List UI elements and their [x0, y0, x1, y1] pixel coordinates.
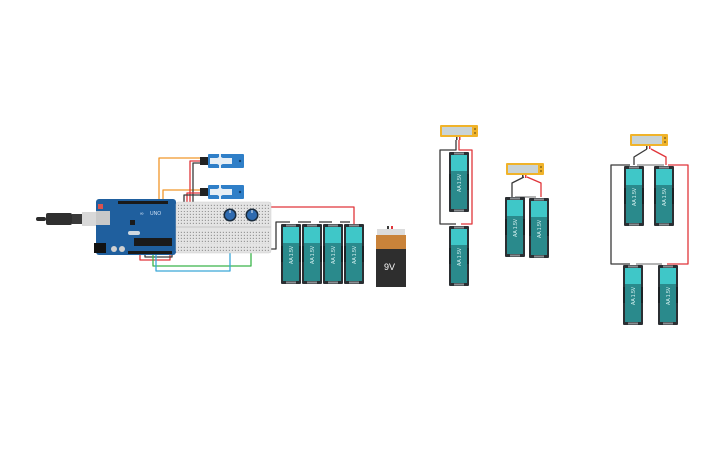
arduino-uno[interactable]: ∞ UNO [94, 199, 176, 255]
usb-cable[interactable] [36, 212, 96, 226]
battery-9v[interactable]: 9V [376, 226, 406, 287]
aa-cell[interactable]: AA 1.5V [281, 224, 301, 284]
aa-cell[interactable]: AA 1.5V [624, 166, 644, 226]
svg-text:AA 1.5V: AA 1.5V [331, 245, 337, 264]
aa-cell[interactable]: AA 1.5V [654, 166, 674, 226]
potentiometer-2[interactable] [245, 208, 259, 222]
aa-cell[interactable]: AA 1.5V [449, 152, 469, 212]
aa-cell[interactable]: AA 1.5V [529, 198, 549, 258]
svg-text:AA 1.5V: AA 1.5V [457, 173, 463, 192]
svg-text:AA 1.5V: AA 1.5V [631, 286, 637, 305]
svg-text:AA 1.5V: AA 1.5V [662, 187, 668, 206]
wire-a-red[interactable] [458, 140, 473, 225]
breadboard[interactable] [175, 201, 272, 254]
wire-c-black[interactable] [633, 148, 648, 165]
servo-1[interactable] [200, 154, 244, 168]
wire-red-servo2[interactable] [186, 192, 205, 205]
dc-motor-2[interactable] [506, 163, 544, 178]
aa-cell[interactable]: AA 1.5V [623, 265, 643, 325]
svg-text:AA 1.5V: AA 1.5V [537, 219, 543, 238]
circuit-b: AA 1.5V AA 1.5V [505, 163, 549, 258]
wire-b-red[interactable] [526, 176, 542, 197]
wire-c-red-outer[interactable] [667, 164, 689, 265]
svg-text:AA 1.5V: AA 1.5V [289, 245, 295, 264]
aa-cell[interactable]: AA 1.5V [658, 265, 678, 325]
wire-black-servo2[interactable] [183, 194, 205, 205]
arduino-label: UNO [150, 211, 161, 217]
nine-volt-label: 9V [384, 262, 395, 272]
svg-text:AA 1.5V: AA 1.5V [310, 245, 316, 264]
aa-cell[interactable]: AA 1.5V [449, 226, 469, 286]
potentiometer-1[interactable] [223, 208, 237, 222]
svg-text:AA 1.5V: AA 1.5V [457, 247, 463, 266]
wire-red-servo1[interactable] [189, 160, 205, 205]
wire-orange-servo1[interactable] [158, 157, 205, 208]
aa-cell[interactable]: AA 1.5V [302, 224, 322, 284]
svg-text:AA 1.5V: AA 1.5V [666, 286, 672, 305]
wire-black-pack[interactable] [270, 221, 290, 250]
svg-text:AA 1.5V: AA 1.5V [513, 218, 519, 237]
wire-c-black-outer[interactable] [610, 164, 630, 265]
circuit-a: AA 1.5V AA 1.5V [440, 125, 478, 286]
wire-a-black[interactable] [439, 140, 457, 225]
aa-cell[interactable]: AA 1.5V [344, 224, 364, 284]
svg-text:AA 1.5V: AA 1.5V [632, 187, 638, 206]
aa-cell[interactable]: AA 1.5V [505, 197, 525, 257]
wire-black-servo1[interactable] [192, 162, 205, 205]
arduino-logo: ∞ [140, 211, 144, 217]
dc-motor-1[interactable] [440, 125, 478, 140]
wire-red-pack[interactable] [270, 206, 355, 224]
wire-c-red[interactable] [650, 148, 667, 165]
aa-cell[interactable]: AA 1.5V [323, 224, 343, 284]
dc-motor-3[interactable] [630, 134, 668, 149]
servo-2[interactable] [200, 185, 244, 199]
battery-pack-4cell[interactable]: AA 1.5V AA 1.5V AA 1.5V AA 1.5V [281, 224, 364, 284]
svg-text:AA 1.5V: AA 1.5V [352, 245, 358, 264]
circuit-c: AA 1.5V AA 1.5V AA 1.5V AA 1.5V [623, 134, 678, 325]
wire-b-black[interactable] [511, 176, 525, 197]
